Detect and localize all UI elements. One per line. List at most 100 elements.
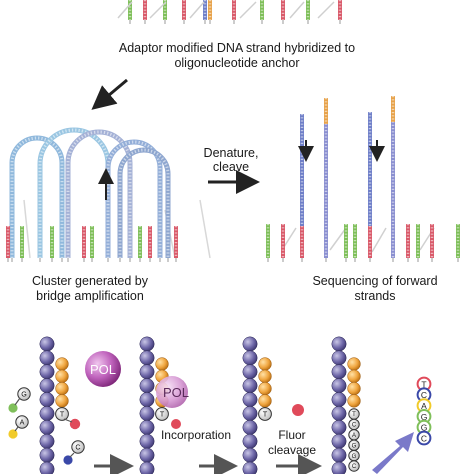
free-nucleotide-G-text: G xyxy=(21,391,27,399)
caption-sequencing-line2: strands xyxy=(354,289,396,303)
template-bead xyxy=(139,378,155,394)
template-bead xyxy=(39,378,55,394)
template-bead xyxy=(139,336,155,352)
read-base-text: C xyxy=(421,390,427,400)
read-base-text: C xyxy=(421,433,427,443)
primer-bead xyxy=(258,357,272,371)
faint-strand xyxy=(117,1,133,19)
template-bead xyxy=(331,350,347,366)
template-bead xyxy=(39,392,55,408)
polymerase-2 xyxy=(156,376,188,408)
template-bead xyxy=(139,406,155,421)
caption-adaptor-line2: oligonucleotide anchor xyxy=(174,56,300,70)
template-bead xyxy=(139,364,155,380)
template-bead xyxy=(242,378,258,394)
caption-sequencing-line1: Sequencing of forward xyxy=(312,274,438,288)
incorporated-T xyxy=(55,407,69,421)
linker xyxy=(14,426,19,432)
faint-strand xyxy=(199,199,211,259)
primer-bead xyxy=(55,357,69,371)
template-bead xyxy=(242,447,258,463)
arrow-to-cluster xyxy=(91,78,128,110)
template-bead xyxy=(331,336,347,352)
template-bead xyxy=(39,447,55,463)
template-bead xyxy=(242,350,258,366)
template-bead xyxy=(331,433,347,449)
read-base xyxy=(416,430,432,446)
incorporated-T-text: T xyxy=(263,410,268,419)
template-bead xyxy=(39,406,55,421)
incorporated-T-text: T xyxy=(60,410,65,419)
template-bead xyxy=(39,364,55,380)
template-bead xyxy=(242,419,258,435)
primer-bead xyxy=(347,357,361,371)
polymerase-label: POL xyxy=(163,385,189,400)
template-bead xyxy=(139,461,155,474)
caption-cluster-line2: bridge amplification xyxy=(36,289,144,303)
primer-bead xyxy=(347,369,361,383)
template-bead xyxy=(139,419,155,435)
template-bead xyxy=(242,433,258,449)
template-bead xyxy=(242,336,258,352)
primer-bead xyxy=(347,394,361,408)
template-bead xyxy=(139,447,155,463)
template-bead xyxy=(242,392,258,408)
fluor-green xyxy=(8,403,18,413)
template-bead xyxy=(139,392,155,408)
incorporated-T xyxy=(155,407,169,421)
template-bead xyxy=(331,364,347,380)
free-nucleotide-C xyxy=(71,440,85,454)
arrow-read xyxy=(372,432,414,474)
template-bead xyxy=(39,461,55,474)
linker xyxy=(69,452,75,458)
template-bead xyxy=(331,447,347,463)
faint-strand xyxy=(329,227,347,251)
primer-bead xyxy=(55,381,69,396)
step-fluor-line1: Fluor xyxy=(278,428,306,442)
extended-base xyxy=(348,460,360,472)
read-base-text: G xyxy=(421,423,428,433)
faint-strand xyxy=(317,1,335,19)
free-nucleotide-A-text: A xyxy=(20,419,25,427)
template-bead xyxy=(39,419,55,435)
polymerase-1 xyxy=(85,351,121,387)
fluor-red xyxy=(69,418,81,430)
template-bead xyxy=(139,350,155,366)
linker xyxy=(14,397,21,406)
primer-bead xyxy=(258,369,272,383)
extended-base-text: G xyxy=(352,443,357,449)
faint-strand xyxy=(371,227,387,253)
primer-bead xyxy=(55,369,69,383)
anchored-strands-top xyxy=(117,0,342,24)
cleaved-fluor xyxy=(292,404,304,416)
primer-bead xyxy=(258,381,272,396)
template-bead xyxy=(39,350,55,366)
template-bead xyxy=(39,433,55,449)
free-nucleotide-G xyxy=(17,387,31,401)
read-base-text: A xyxy=(421,401,427,411)
bridge-4 xyxy=(105,139,163,258)
linker xyxy=(63,418,73,423)
primer-bead xyxy=(347,381,361,396)
template-bead xyxy=(331,419,347,435)
primer-bead xyxy=(258,394,272,408)
extended-base-text: C xyxy=(352,423,357,429)
template-bead xyxy=(139,433,155,449)
caption-denature-line1: Denature, xyxy=(203,146,259,160)
extended-base-text: A xyxy=(352,433,356,439)
bridge-5 xyxy=(117,147,171,258)
primer-bead xyxy=(155,357,169,371)
faint-strand xyxy=(289,1,305,19)
faint-strand xyxy=(239,1,257,19)
free-nucleotide-A xyxy=(15,415,29,429)
caption-adaptor-line1: Adaptor modified DNA strand hybridized t… xyxy=(118,41,356,55)
incorporated-T xyxy=(258,407,272,421)
fluor-red xyxy=(171,419,181,429)
caption-cluster-line1: Cluster generated by xyxy=(31,274,149,288)
template-bead xyxy=(242,406,258,421)
polymerase-label: POL xyxy=(90,362,116,377)
faint-strand xyxy=(189,1,205,19)
bridge-1 xyxy=(9,135,65,258)
